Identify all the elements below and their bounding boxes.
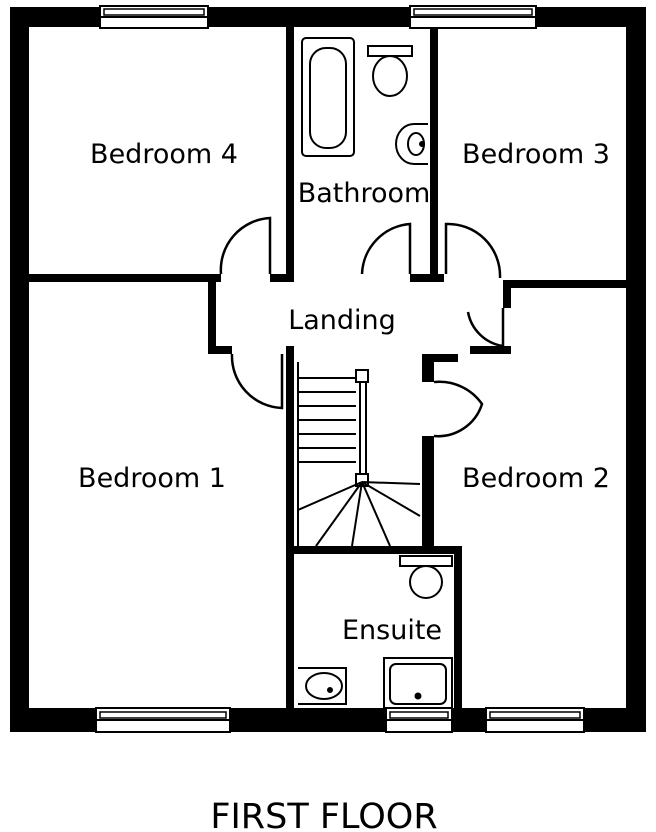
bathroom-basin <box>395 123 428 165</box>
window-bedroom3 <box>409 5 537 29</box>
room-label-bedroom-2: Bedroom 2 <box>462 463 610 494</box>
internal-walls <box>29 27 626 708</box>
room-label-ensuite: Ensuite <box>342 615 442 646</box>
door-swings <box>219 216 505 438</box>
ensuite-toilet <box>399 555 453 599</box>
room-label-bathroom: Bathroom <box>298 178 431 209</box>
window-bedroom1 <box>95 707 231 733</box>
outer-walls <box>10 7 646 732</box>
room-label-landing: Landing <box>288 305 396 336</box>
room-label-bedroom-3: Bedroom 3 <box>462 139 610 170</box>
floor-title: FIRST FLOOR <box>210 797 437 832</box>
room-label-bedroom-4: Bedroom 4 <box>90 139 238 170</box>
room-label-bedroom-1: Bedroom 1 <box>78 463 226 494</box>
shower-tray <box>383 657 453 709</box>
window-ensuite <box>385 707 453 733</box>
window-bedroom2 <box>485 707 585 733</box>
staircase <box>297 362 421 547</box>
bathroom-toilet <box>367 45 413 97</box>
ensuite-basin <box>298 667 347 705</box>
bathtub <box>301 37 355 157</box>
window-bedroom4 <box>99 5 209 29</box>
